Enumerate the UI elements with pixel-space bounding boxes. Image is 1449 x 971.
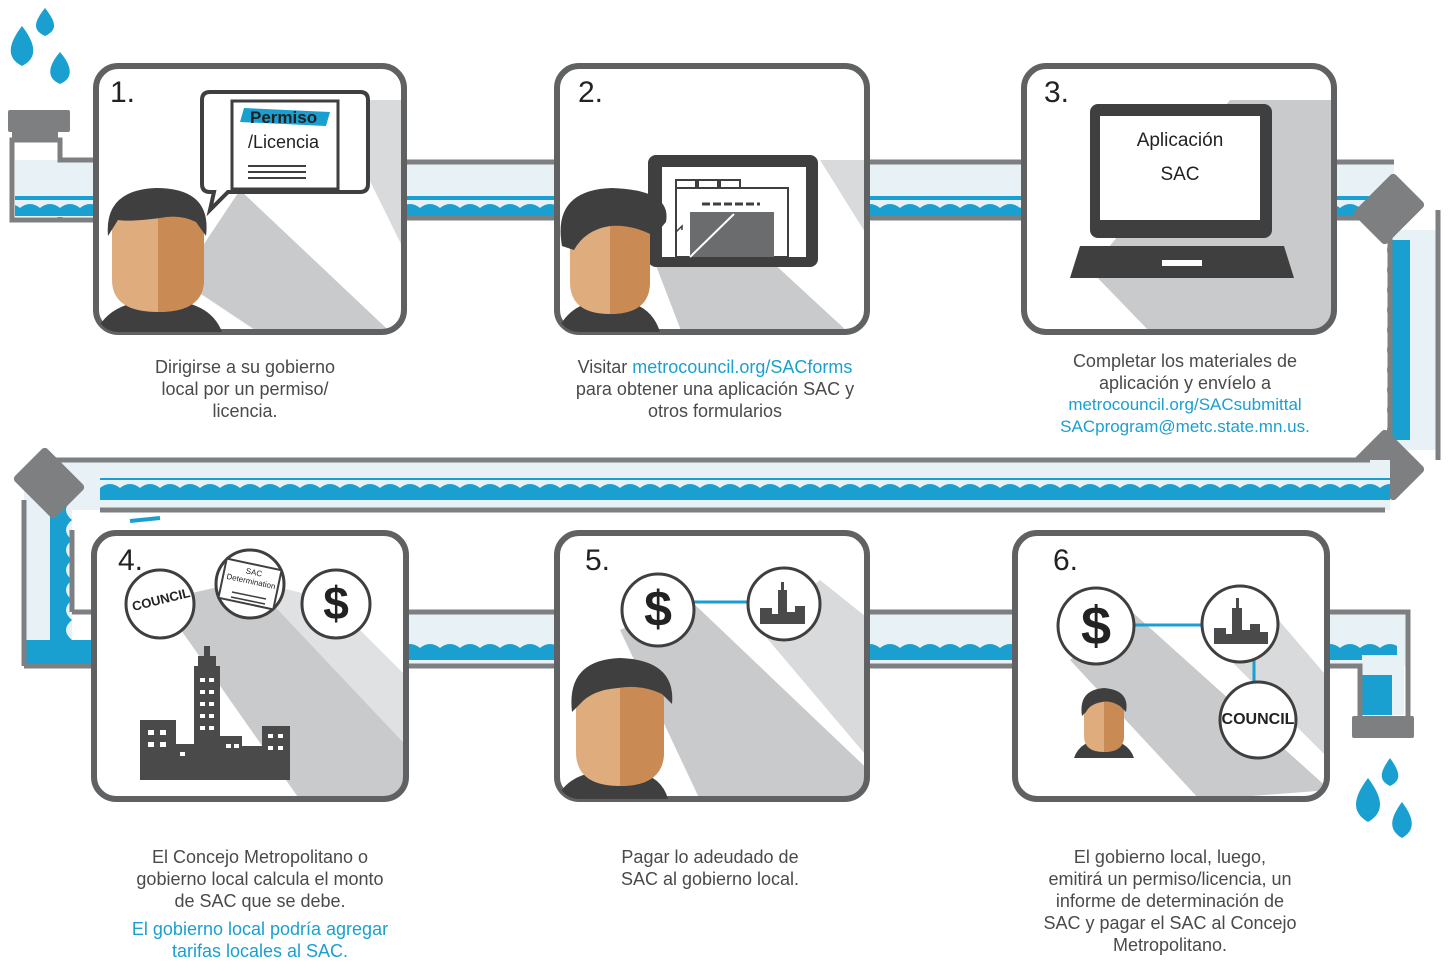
caption-line: aplicación y envíelo a <box>1098 373 1272 393</box>
sac-determination-doc <box>214 548 286 620</box>
caption-note: El gobierno local podría agregar <box>131 919 389 939</box>
laptop-text-line2: SAC <box>1160 164 1200 185</box>
step-number: 5. <box>585 544 611 577</box>
city-skyline-icon <box>140 646 290 780</box>
bubble-permiso: Permiso <box>250 108 318 127</box>
step-6-caption: El gobierno local, luego, emitirá un per… <box>1010 846 1330 956</box>
step-5-caption: Pagar lo adeudado de SAC al gobierno loc… <box>560 846 860 890</box>
step-number: 4. <box>118 544 144 577</box>
caption-line: El Concejo Metropolitano o <box>151 847 369 867</box>
dollar-icon <box>300 568 372 640</box>
caption-line: otros formularios <box>647 401 783 421</box>
caption-line: Completar los materiales de <box>1072 351 1298 371</box>
pipe-4-5 <box>406 609 557 669</box>
pipe-middle-horizontal <box>40 457 1390 513</box>
council-badge <box>1218 680 1298 760</box>
step-4-caption: El Concejo Metropolitano o gobierno loca… <box>100 846 420 962</box>
step-3-panel <box>1021 63 1337 335</box>
caption-line: de SAC que se debe. <box>174 891 346 911</box>
person-icon <box>557 188 667 332</box>
pipe-5-6 <box>867 609 1015 669</box>
pipe-left-vertical <box>13 447 161 669</box>
dollar-icon <box>620 572 696 648</box>
step-number: 6. <box>1053 544 1079 577</box>
dollar-icon <box>1056 586 1136 666</box>
caption-line: informe de determinación de <box>1055 891 1285 911</box>
caption-line: Metropolitano. <box>1112 935 1228 955</box>
caption-line: licencia. <box>212 401 278 421</box>
city-icon <box>746 566 822 642</box>
bubble-licencia: /Licencia <box>248 132 320 152</box>
person-icon <box>96 188 222 332</box>
council-badge <box>124 568 196 640</box>
step-1-caption: Dirigirse a su gobierno local por un per… <box>110 356 380 422</box>
tablet-icon <box>648 155 818 267</box>
caption-line: para obtener una aplicación SAC y <box>575 379 855 399</box>
dollar-sign: $ <box>323 577 349 629</box>
caption-note: tarifas locales al SAC. <box>171 941 349 961</box>
speech-bubble <box>200 90 370 217</box>
step-number: 1. <box>110 76 136 109</box>
step-number: 2. <box>578 76 604 109</box>
laptop-icon <box>1070 104 1294 278</box>
city-icon <box>1200 584 1280 664</box>
step-4-panel <box>91 530 409 802</box>
caption-line: gobierno local calcula el monto <box>136 869 384 889</box>
step-number: 3. <box>1044 76 1070 109</box>
dollar-sign: $ <box>1080 596 1112 656</box>
step-2-panel <box>554 63 870 335</box>
pipe-right-vertical <box>1353 173 1441 501</box>
person-icon <box>557 658 673 799</box>
pipe-1-2 <box>404 159 557 221</box>
pipe-2-3 <box>867 159 1024 221</box>
pipe-network <box>8 110 1441 738</box>
step-3-caption: Completar los materiales de aplicación y… <box>1030 350 1340 438</box>
step-1-panel <box>93 63 407 335</box>
council-label: COUNCIL <box>1221 711 1295 728</box>
caption-line: SAC al gobierno local. <box>620 869 800 889</box>
water-drops-top <box>10 8 70 84</box>
caption-line: El gobierno local, luego, <box>1073 847 1267 867</box>
dollar-sign: $ <box>644 581 672 637</box>
water-drops-bottom <box>1355 758 1412 838</box>
caption-line: SAC y pagar el SAC al Concejo <box>1043 913 1297 933</box>
caption-line: emitirá un permiso/licencia, un <box>1048 869 1292 889</box>
sacprogram-email-link[interactable]: SACprogram@metc.state.mn.us. <box>1060 417 1310 436</box>
caption-line: Dirigirse a su gobierno <box>154 357 336 377</box>
caption-line: local por un permiso/ <box>161 379 329 399</box>
step-2-caption: Visitar metrocouncil.org/SACforms para o… <box>540 356 890 422</box>
sacsubmittal-link[interactable]: metrocouncil.org/SACsubmittal <box>1068 395 1302 414</box>
step-5-panel <box>554 530 870 802</box>
step-6-panel <box>1012 530 1330 802</box>
person-icon <box>1074 688 1134 758</box>
caption-line: Pagar lo adeudado de <box>621 847 799 867</box>
caption-prefix: Visitar <box>577 357 633 377</box>
sacforms-link[interactable]: metrocouncil.org/SACforms <box>632 357 853 377</box>
pipe-outlet <box>1327 609 1414 738</box>
laptop-text-line1: Aplicación <box>1136 130 1224 151</box>
